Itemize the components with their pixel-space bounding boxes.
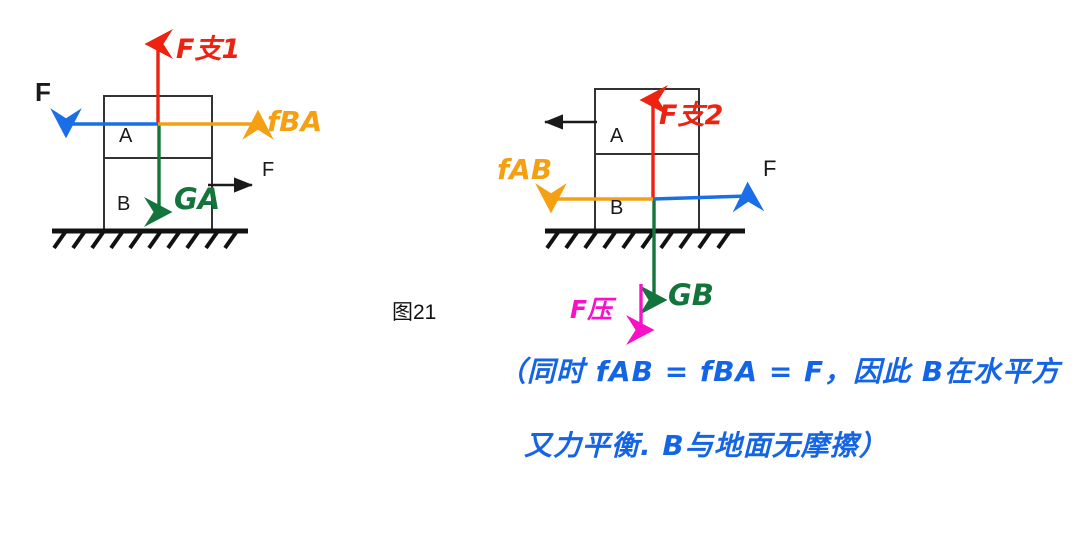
force-applied-f-b-label: F: [262, 159, 275, 181]
figure-caption: 图21: [392, 301, 437, 324]
force-gravity-b-label: GB: [668, 278, 714, 312]
left-ground: [52, 228, 248, 250]
force-applied-f-right-label: F: [763, 156, 777, 181]
force-applied-f-label: F: [35, 77, 51, 107]
force-gravity-a-label: GA: [174, 182, 221, 216]
right-block-stack: [594, 88, 700, 231]
force-applied-f-right-arrow: [652, 181, 765, 213]
left-block-b-label: B: [117, 193, 131, 215]
right-ground: [545, 228, 745, 250]
right-block-a-label: A: [610, 125, 624, 147]
force-friction-ba-label: fBA: [267, 105, 323, 138]
force-support1-label: F支1: [176, 34, 241, 65]
force-pressure-label: F压: [570, 295, 613, 324]
annotation-line-1: （同时 fAB = fBA = F，因此 B在水平方: [498, 355, 1061, 388]
force-friction-ab-label: fAB: [497, 153, 553, 186]
left-block-a-label: A: [119, 125, 133, 147]
annotation-line-2: 又力平衡. B与地面无摩擦）: [524, 429, 888, 462]
right-block-b-label: B: [610, 197, 624, 219]
force-support2-label: F支2: [659, 100, 724, 131]
